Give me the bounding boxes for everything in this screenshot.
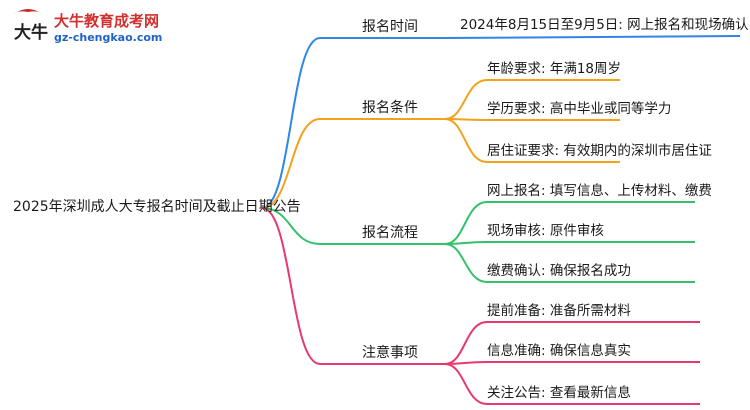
mindmap-connectors	[261, 35, 741, 405]
branch-label-0: 报名时间	[362, 19, 418, 35]
leaf-connector-3-2	[444, 363, 700, 405]
leaf-label-2-0: 网上报名: 填写信息、上传材料、缴费	[487, 183, 712, 199]
site-logo[interactable]: 大牛 大牛教育成考网 gz-chengkao.com	[8, 6, 178, 56]
leaf-connector-2-1	[444, 241, 695, 245]
leaf-label-2-2: 缴费确认: 确保报名成功	[487, 263, 631, 279]
leaf-connector-2-2	[444, 243, 695, 283]
leaf-label-0-0: 2024年8月15日至9月5日: 网上报名和现场确认	[460, 17, 749, 33]
logo-url: gz-chengkao.com	[54, 31, 163, 44]
branch-connector-1	[261, 118, 445, 209]
logo-name: 大牛教育成考网	[54, 12, 160, 30]
mindmap-root: 2025年深圳成人大专报名时间及截止日期公告	[13, 199, 301, 215]
branch-connector-3	[261, 207, 445, 365]
leaf-connector-3-0	[444, 321, 700, 365]
branch-connector-2	[261, 207, 445, 245]
leaf-label-1-2: 居住证要求: 有效期内的深圳市居住证	[487, 143, 712, 159]
leaf-label-3-2: 关注公告: 查看最新信息	[487, 385, 631, 401]
leaf-connector-2-0	[444, 201, 695, 245]
branch-label-1: 报名条件	[362, 100, 418, 116]
leaf-label-1-1: 学历要求: 高中毕业或同等学力	[487, 101, 672, 117]
branch-label-2: 报名流程	[362, 225, 418, 241]
leaf-connector-1-2	[444, 118, 620, 163]
branch-label-3: 注意事项	[362, 345, 418, 361]
leaf-connector-1-1	[444, 118, 620, 121]
leaf-label-3-0: 提前准备: 准备所需材料	[487, 303, 631, 319]
branch-connector-0	[261, 37, 445, 209]
leaf-connector-1-0	[444, 79, 620, 120]
leaf-connector-3-1	[444, 361, 700, 365]
logo-mark-text: 大牛	[14, 22, 48, 43]
leaf-connector-0-0	[444, 35, 741, 39]
leaf-label-1-0: 年龄要求: 年满18周岁	[487, 61, 622, 77]
leaf-label-2-1: 现场审核: 原件审核	[487, 223, 604, 239]
leaf-label-3-1: 信息准确: 确保信息真实	[487, 343, 631, 359]
bull-logo-icon: 大牛	[14, 9, 48, 43]
